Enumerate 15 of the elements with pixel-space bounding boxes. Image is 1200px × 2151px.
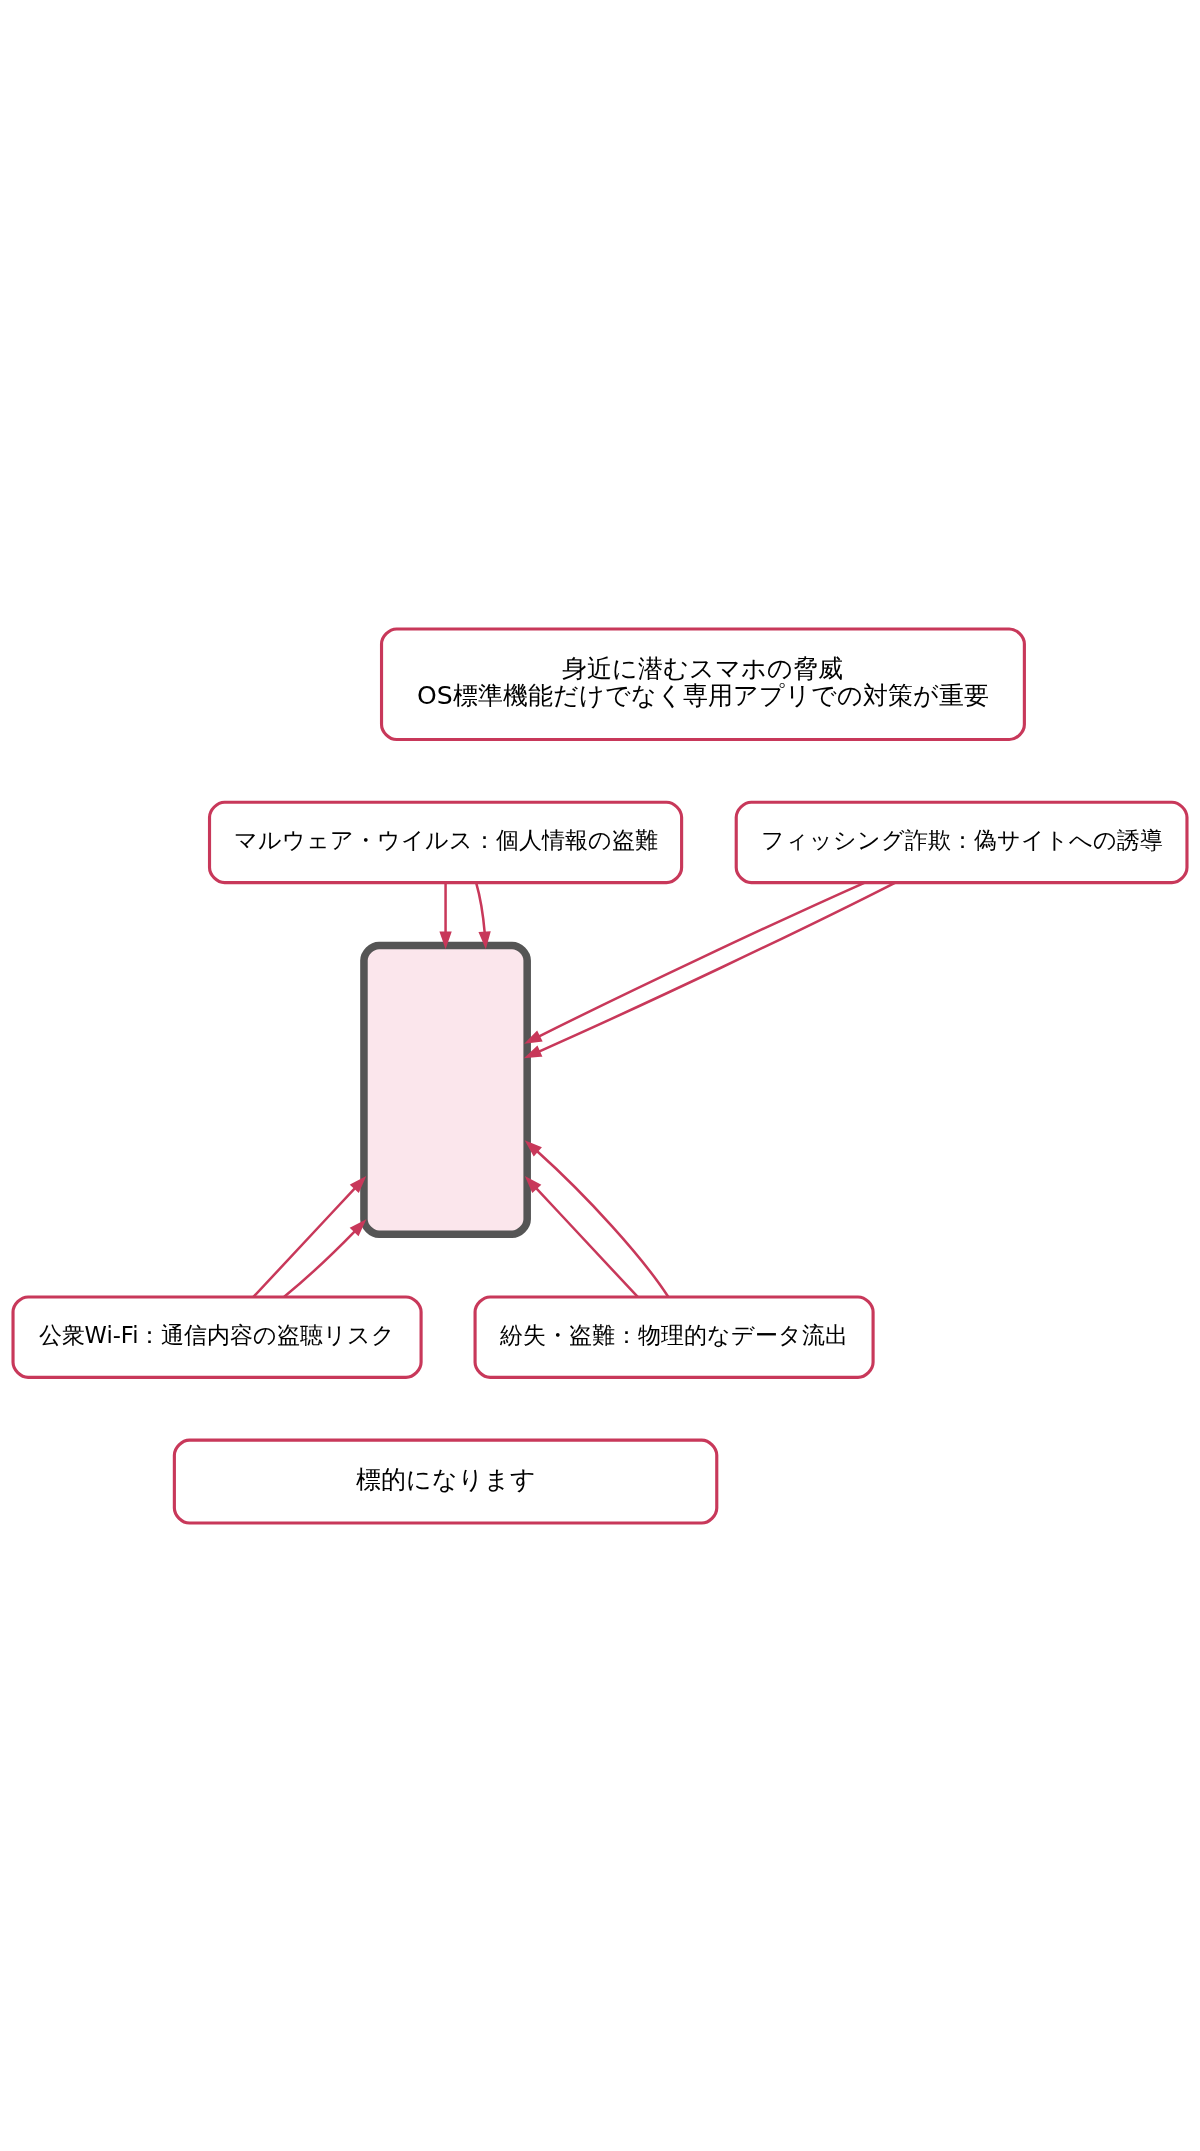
arrow [475, 882, 491, 949]
arrow [524, 1139, 670, 1297]
arrow [283, 1218, 367, 1298]
arrow [524, 1175, 639, 1298]
arrow [252, 1175, 367, 1298]
arrow [439, 882, 452, 949]
node-box: 紛失・盗難：物理的なデータ流出 [473, 1294, 875, 1379]
arrow [523, 881, 896, 1058]
node-box [360, 941, 531, 1238]
node-box: 公衆Wi-Fi：通信内容の盗聴リスク [11, 1294, 423, 1379]
arrow [524, 881, 865, 1044]
node-box: フィッシング詐欺：偽サイトへの誘導 [734, 800, 1189, 884]
node-box: マルウェア・ウイルス：個人情報の盗難 [207, 800, 684, 884]
node-box: 標的になります [172, 1438, 719, 1525]
node-box: 身近に潜むスマホの脅威 OS標準機能だけでなく専用アプリでの対策が重要 [379, 626, 1026, 741]
